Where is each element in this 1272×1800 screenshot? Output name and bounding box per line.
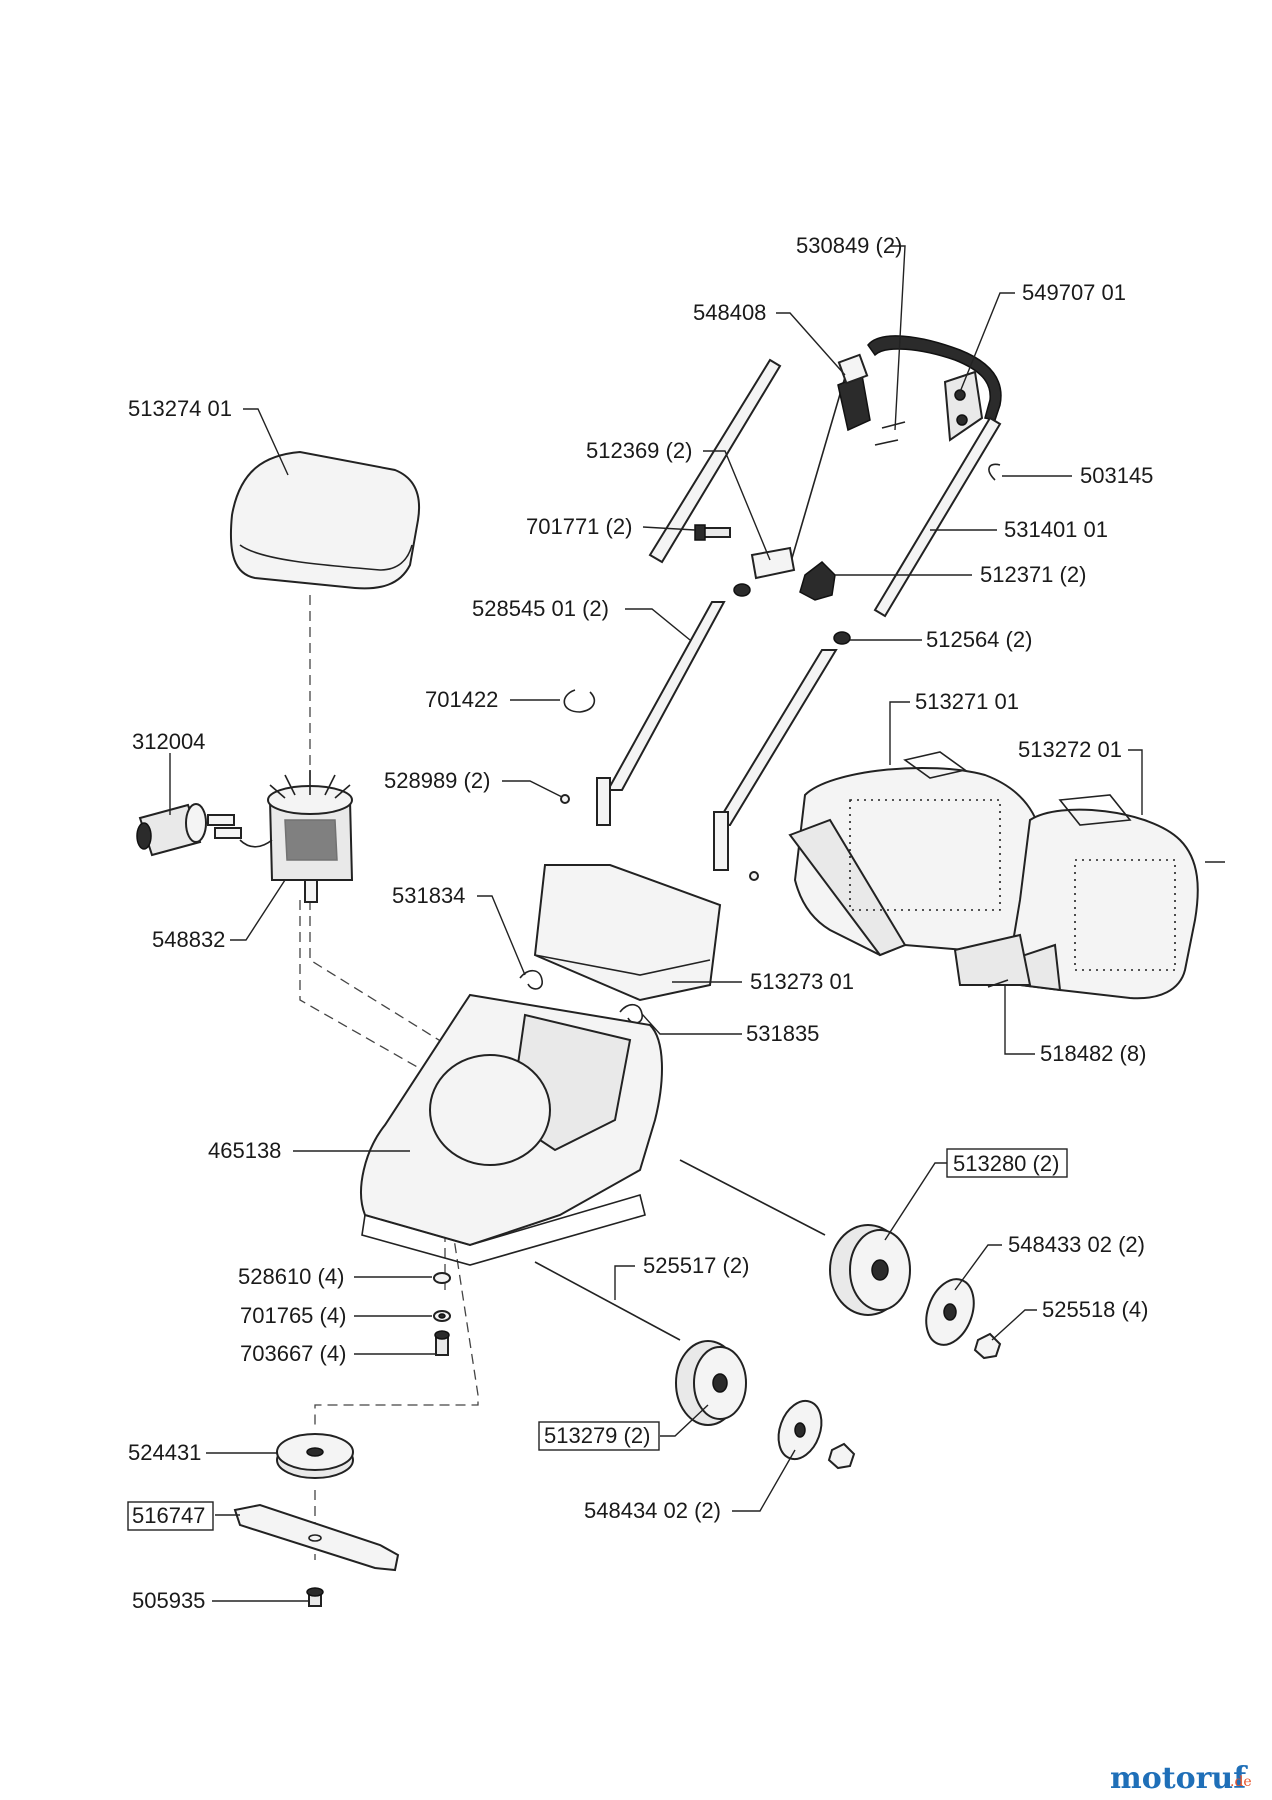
label-524431: 524431 <box>128 1440 201 1465</box>
label-548434-02: 548434 02 (2) <box>584 1498 721 1523</box>
label-505935: 505935 <box>132 1588 205 1613</box>
label-465138: 465138 <box>208 1138 281 1163</box>
screws-530849-part <box>874 421 906 446</box>
axles-part <box>534 1159 826 1341</box>
knob-512371-part <box>799 561 836 601</box>
wheel-front-part <box>675 1340 747 1426</box>
deck-fasteners-part <box>433 1272 451 1356</box>
label-513272-01: 513272 01 <box>1018 737 1122 762</box>
blade-bolt-part <box>306 1587 324 1607</box>
label-548408: 548408 <box>693 300 766 325</box>
label-525518: 525518 (4) <box>1042 1297 1148 1322</box>
label-513274-01: 513274 01 <box>128 396 232 421</box>
cable-clip-part <box>837 353 871 432</box>
part-number-labels: 530849 (2) 549707 01 548408 513274 01 51… <box>128 233 1153 1613</box>
nuts-part <box>827 1332 1002 1470</box>
label-512371: 512371 (2) <box>980 562 1086 587</box>
watermark-text: motoruf <box>1110 1761 1248 1796</box>
lower-handle-part <box>596 601 838 871</box>
clip-701422-part <box>563 689 596 713</box>
screws-528989-part <box>560 794 759 881</box>
label-518482: 518482 (8) <box>1040 1041 1146 1066</box>
watermark-suffix: .de <box>1230 1774 1252 1790</box>
hub-cap-front-part <box>777 1399 823 1461</box>
label-703667: 703667 (4) <box>240 1341 346 1366</box>
upper-handle-part <box>648 335 1002 618</box>
label-531834: 531834 <box>392 883 465 908</box>
label-528545-01: 528545 01 (2) <box>472 596 609 621</box>
motor-part <box>207 770 354 903</box>
label-701765: 701765 (4) <box>240 1303 346 1328</box>
boxed-label-frames <box>127 1148 1068 1531</box>
label-512564: 512564 (2) <box>926 627 1032 652</box>
label-531835: 531835 <box>746 1021 819 1046</box>
blade-part <box>233 1503 400 1572</box>
label-513271-01: 513271 01 <box>915 689 1019 714</box>
mower-deck-part <box>360 993 663 1266</box>
label-528989: 528989 (2) <box>384 768 490 793</box>
bracket-512369-part <box>750 546 796 580</box>
screw-518482-part <box>987 861 1225 988</box>
label-513279: 513279 (2) <box>544 1423 650 1448</box>
bolt-701771-part <box>694 524 731 541</box>
label-549707-01: 549707 01 <box>1022 280 1126 305</box>
label-513280: 513280 (2) <box>953 1151 1059 1176</box>
label-513273-01: 513273 01 <box>750 969 854 994</box>
watermark-logo: motoruf .de <box>1110 1761 1252 1796</box>
label-312004: 312004 <box>132 729 205 754</box>
label-530849: 530849 (2) <box>796 233 902 258</box>
grass-box-right-part <box>953 794 1199 1000</box>
label-701771: 701771 (2) <box>526 514 632 539</box>
hub-cap-rear-part <box>925 1278 975 1346</box>
leader-lines <box>169 245 1143 1602</box>
clip-503145-part <box>988 463 1001 481</box>
label-701422: 701422 <box>425 687 498 712</box>
grass-box-left-part <box>788 751 1044 957</box>
wheel-rear-part <box>829 1224 911 1316</box>
label-531401-01: 531401 01 <box>1004 517 1108 542</box>
caps-512564-part <box>733 583 851 645</box>
motor-cover-part <box>229 450 421 590</box>
label-503145: 503145 <box>1080 463 1153 488</box>
label-548433-02: 548433 02 (2) <box>1008 1232 1145 1257</box>
label-528610: 528610 (4) <box>238 1264 344 1289</box>
label-548832: 548832 <box>152 927 225 952</box>
label-525517: 525517 (2) <box>643 1253 749 1278</box>
carbon-brush-part <box>136 803 207 857</box>
label-516747: 516747 <box>132 1503 205 1528</box>
motor-lid-part <box>533 864 722 1002</box>
fan-part <box>276 1433 354 1479</box>
switch-plate-part <box>943 370 984 442</box>
label-512369: 512369 (2) <box>586 438 692 463</box>
